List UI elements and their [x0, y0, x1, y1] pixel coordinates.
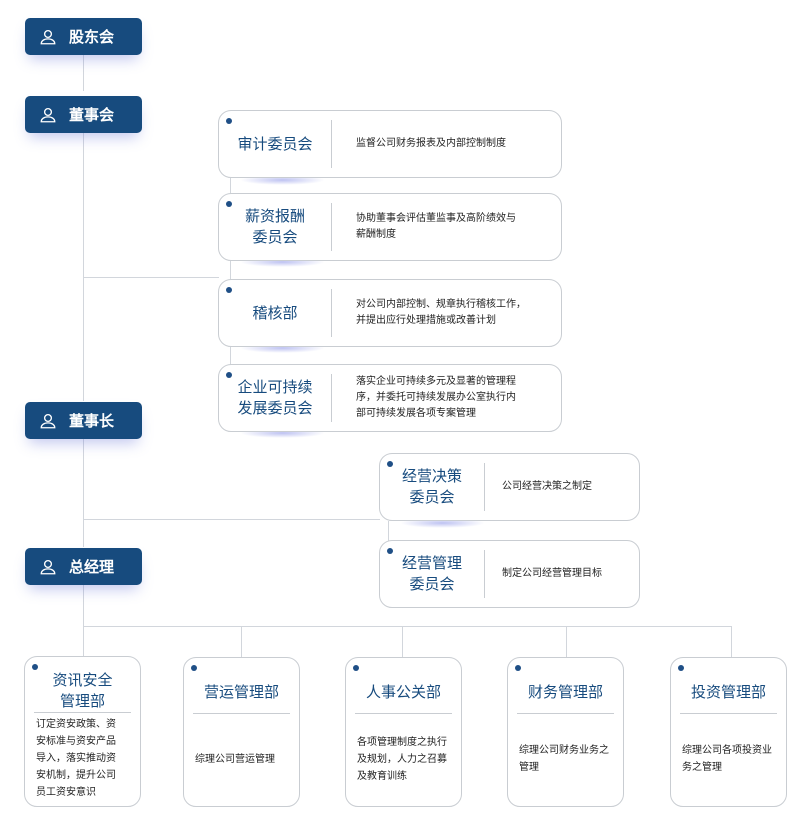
user-icon	[40, 559, 56, 574]
connector-line	[83, 626, 84, 656]
bullet-dot	[226, 287, 232, 293]
connector-line	[731, 626, 732, 657]
board-node: 董事会	[25, 96, 142, 133]
business-management-committee-card: 经营管理 委员会 制定公司经营管理目标	[379, 540, 640, 608]
connector-line	[83, 277, 219, 278]
card-glow	[240, 343, 325, 353]
user-icon	[40, 107, 56, 122]
connector-line	[83, 133, 84, 401]
chairman-label: 董事长	[69, 412, 115, 430]
bullet-dot	[226, 372, 232, 378]
connector-line	[566, 626, 567, 657]
unit-title: 经营决策 委员会	[401, 467, 462, 506]
unit-desc: 监督公司财务报表及内部控制制度	[356, 138, 506, 149]
unit-desc: 制定公司经营管理目标	[502, 568, 602, 579]
unit-desc: 公司经营决策之制定	[502, 481, 592, 492]
gm-label: 总经理	[69, 558, 115, 576]
compensation-committee-card: 薪资报酬 委员会 协助董事会评估董监事及高阶绩效与 薪酬制度	[218, 193, 562, 261]
bullet-dot	[226, 118, 232, 124]
bullet-dot	[191, 665, 197, 671]
connector-line	[83, 438, 84, 547]
divider	[331, 289, 332, 337]
connector-line	[83, 585, 84, 626]
dept-title: 财务管理部	[527, 682, 603, 701]
shareholders-node: 股东会	[25, 18, 142, 55]
connector-line	[83, 626, 731, 627]
business-decision-committee-card: 经营决策 委员会 公司经营决策之制定	[379, 453, 640, 521]
unit-title: 企业可持续 发展委员会	[237, 378, 313, 417]
dept-title: 人事公关部	[365, 682, 441, 701]
divider	[34, 712, 131, 713]
card-glow	[240, 257, 325, 267]
shareholders-label: 股东会	[69, 28, 115, 46]
dept-desc: 订定资安政策、资 安标准与资安产品 导入，落实推动资 安机制，提升公司 员工资安…	[36, 719, 116, 798]
gm-node: 总经理	[25, 548, 142, 585]
bullet-dot	[226, 201, 232, 207]
unit-desc: 落实企业可持续多元及显著的管理程 序，并委托可持续发展办公室执行内 部可持续发展…	[356, 376, 516, 419]
hr-pr-dept-card: 人事公关部 各项管理制度之执行 及规划，人力之召募 及教育训练	[345, 657, 462, 807]
user-icon	[40, 29, 56, 44]
bullet-dot	[32, 664, 38, 670]
card-glow	[400, 518, 485, 528]
dept-title: 投资管理部	[690, 682, 766, 701]
bullet-dot	[387, 548, 393, 554]
connector-line	[230, 178, 231, 368]
finance-dept-card: 财务管理部 综理公司财务业务之 管理	[507, 657, 624, 807]
infosec-dept-card: 资讯安全 管理部 订定资安政策、资 安标准与资安产品 导入，落实推动资 安机制，…	[24, 656, 141, 807]
investment-dept-card: 投资管理部 综理公司各项投资业 务之管理	[670, 657, 787, 807]
sustainability-committee-card: 企业可持续 发展委员会 落实企业可持续多元及显著的管理程 序，并委托可持续发展办…	[218, 364, 562, 432]
connector-line	[83, 519, 380, 520]
divider	[484, 550, 485, 598]
unit-title: 经营管理 委员会	[401, 554, 462, 593]
divider	[517, 713, 614, 714]
chairman-node: 董事长	[25, 402, 142, 439]
divider	[680, 713, 777, 714]
dept-title: 营运管理部	[203, 682, 279, 701]
dept-title: 资讯安全 管理部	[52, 671, 113, 710]
divider	[484, 463, 485, 511]
bullet-dot	[678, 665, 684, 671]
dept-desc: 综理公司各项投资业 务之管理	[682, 745, 772, 773]
bullet-dot	[353, 665, 359, 671]
bullet-dot	[515, 665, 521, 671]
dept-desc: 各项管理制度之执行 及规划，人力之召募 及教育训练	[357, 736, 447, 782]
connector-line	[241, 626, 242, 657]
unit-desc: 协助董事会评估董监事及高阶绩效与 薪酬制度	[356, 213, 516, 240]
unit-title: 审计委员会	[237, 134, 313, 153]
audit-committee-card: 审计委员会 监督公司财务报表及内部控制制度	[218, 110, 562, 178]
dept-desc: 综理公司财务业务之 管理	[519, 745, 609, 773]
unit-title: 稽核部	[252, 303, 298, 322]
card-glow	[240, 175, 325, 185]
connector-line	[83, 55, 84, 91]
divider	[331, 120, 332, 168]
divider	[355, 713, 452, 714]
divider	[331, 374, 332, 422]
divider	[331, 203, 332, 251]
divider	[193, 713, 290, 714]
connector-line	[388, 521, 389, 541]
unit-desc: 对公司内部控制、规章执行稽核工作， 并提出应行处理措施或改善计划	[356, 299, 526, 326]
board-label: 董事会	[69, 106, 115, 124]
dept-desc: 综理公司营运管理	[195, 753, 275, 765]
card-glow	[240, 428, 325, 438]
operations-dept-card: 营运管理部 综理公司营运管理	[183, 657, 300, 807]
unit-title: 薪资报酬 委员会	[244, 207, 305, 246]
bullet-dot	[387, 461, 393, 467]
connector-line	[402, 626, 403, 657]
user-icon	[40, 413, 56, 428]
audit-dept-card: 稽核部 对公司内部控制、规章执行稽核工作， 并提出应行处理措施或改善计划	[218, 279, 562, 347]
